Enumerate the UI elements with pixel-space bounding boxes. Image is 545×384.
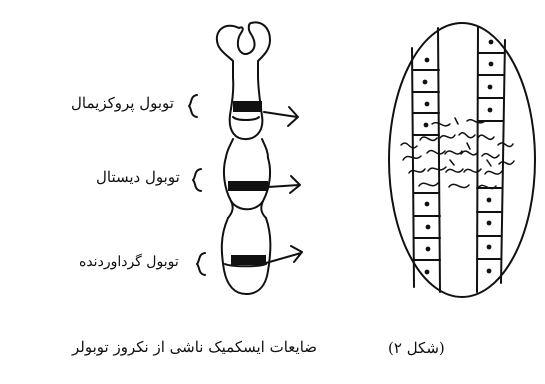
collecting-tubule-label: توبول گرداوردنده (79, 255, 179, 269)
distal-band (228, 181, 268, 191)
nucleus (489, 62, 494, 67)
tubule-neck-1 (226, 139, 268, 158)
distal-tubule-label: توبول دیستال (96, 170, 180, 185)
nucleus (426, 225, 431, 230)
nucleus (424, 123, 429, 128)
proximal-tubule-label: توبول پروکزیمال (71, 96, 174, 111)
necrotic-debris (401, 118, 514, 189)
collecting-band (231, 255, 266, 265)
proximal-band (233, 101, 262, 112)
nucleus (425, 58, 430, 63)
nucleus (488, 108, 493, 113)
brace-distal (193, 169, 201, 191)
nucleus (487, 269, 492, 274)
nucleus (425, 202, 430, 207)
left-cell-divisions (413, 70, 440, 260)
right-tubule-wall-outer (477, 27, 478, 292)
arrow-distal (268, 176, 300, 193)
nucleus (487, 221, 492, 226)
nucleus (426, 247, 431, 252)
nucleus (425, 102, 430, 107)
left-tubule-wall-outer (412, 48, 414, 287)
brace-collecting (197, 253, 205, 275)
nucleus (423, 80, 428, 85)
arrow-collecting (266, 246, 302, 263)
nucleus (487, 245, 492, 250)
nucleus (487, 198, 492, 203)
bottom-caption: ضایعات ایسکمیک ناشی از نکروز توبولر (72, 340, 317, 355)
brace-proximal (189, 95, 197, 117)
arrow-proximal (264, 107, 298, 126)
nucleus (488, 85, 493, 90)
nucleus (425, 270, 430, 275)
left-tubule-wall-inner (438, 28, 440, 292)
figure-number: (شکل ۲) (388, 341, 445, 356)
nucleus (489, 40, 494, 45)
histology-oval (389, 23, 535, 297)
tubule-outline (217, 22, 270, 139)
